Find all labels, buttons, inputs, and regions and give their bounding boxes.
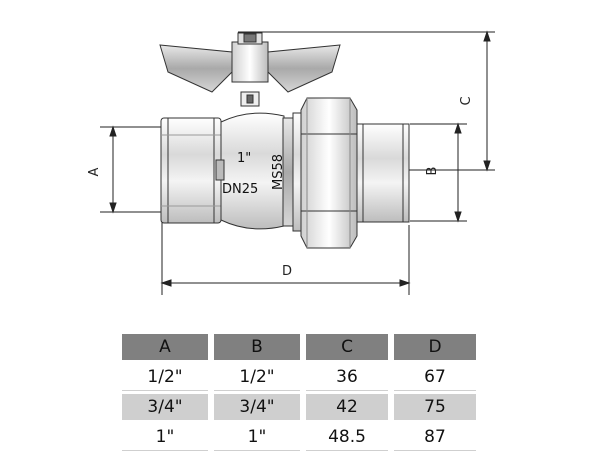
table-cell: 42: [306, 394, 388, 420]
body-mark-material: MS58: [271, 154, 286, 190]
table-cell: 1/2": [122, 364, 208, 391]
dim-label-c: C: [459, 96, 474, 105]
valve-body: [215, 112, 306, 232]
table-row: 3/4" 3/4" 42 75: [122, 394, 488, 420]
table-cell: 1": [122, 424, 208, 451]
male-end: [356, 123, 410, 223]
valve-drawing: A B C D 1" DN25 MS58: [87, 30, 495, 295]
dimension-lines: [109, 30, 491, 287]
table-cell: 3/4": [122, 394, 208, 420]
table-header-b: B: [214, 334, 300, 360]
table-row: 1" 1" 48.5 87: [122, 424, 488, 451]
dim-label-a: A: [87, 167, 102, 176]
female-end: [160, 117, 222, 224]
table-cell: 1/2": [214, 364, 300, 391]
table-cell: 1": [214, 424, 300, 451]
butterfly-handle: [159, 32, 341, 107]
dimension-table: A B C D 1/2" 1/2" 36 67 3/4" 3/4" 42 75 …: [122, 334, 488, 454]
table-cell: 48.5: [306, 424, 388, 451]
table-cell: 87: [394, 424, 476, 451]
union-nut: [300, 97, 358, 249]
extension-lines: [100, 31, 495, 295]
table-cell: 75: [394, 394, 476, 420]
table-header-c: C: [306, 334, 388, 360]
body-mark-size: 1": [237, 151, 251, 166]
table-cell: 36: [306, 364, 388, 391]
dim-label-b: B: [425, 167, 440, 176]
table-header-row: A B C D: [122, 334, 488, 360]
dim-label-d: D: [282, 264, 292, 279]
table-row: 1/2" 1/2" 36 67: [122, 364, 488, 391]
table-header-a: A: [122, 334, 208, 360]
table-cell: 67: [394, 364, 476, 391]
table-header-d: D: [394, 334, 476, 360]
body-mark-dn: DN25: [222, 182, 258, 197]
table-cell: 3/4": [214, 394, 300, 420]
